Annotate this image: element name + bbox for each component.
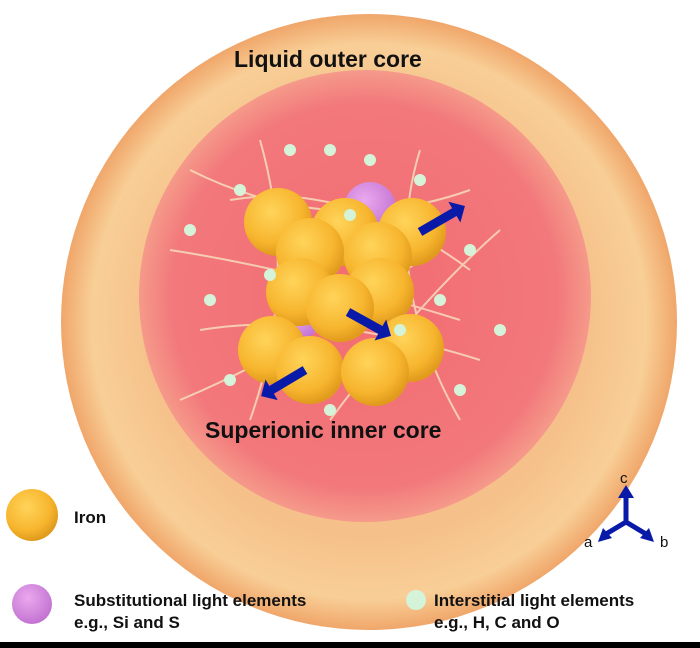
interstitial-atom	[394, 324, 406, 336]
arrow-head	[374, 319, 391, 341]
motion-arrow	[417, 206, 461, 236]
interstitial-atom	[324, 144, 336, 156]
legend-iron-label: Iron	[74, 508, 107, 527]
iron-atom	[306, 274, 374, 342]
inner-core-label: Superionic inner core	[205, 417, 442, 443]
legend-interstitial-examples: e.g., H, C and O	[434, 613, 560, 632]
interstitial-atom	[464, 244, 476, 256]
interstitial-atom	[264, 269, 276, 281]
legend-interstitial-name: Interstitial light elements	[434, 591, 635, 610]
arrow-head	[261, 379, 278, 401]
motion-arrow	[345, 308, 387, 336]
atom-cluster	[238, 182, 446, 406]
interstitial-atom	[434, 294, 446, 306]
interstitial-atoms	[184, 144, 506, 416]
interstitial-atom	[184, 224, 196, 236]
interstitial-atom	[454, 384, 466, 396]
axis-a-label: a	[584, 534, 593, 551]
interstitial-atom	[494, 324, 506, 336]
outer-core-label: Liquid outer core	[234, 46, 422, 72]
interstitial-atom	[284, 144, 296, 156]
axis-b-label: b	[660, 534, 669, 551]
legend-substitutional-label: Substitutional light elements e.g., Si a…	[74, 590, 306, 634]
interstitial-atom	[364, 154, 376, 166]
interstitial-legend-icon	[406, 590, 426, 610]
interstitial-atom	[234, 184, 246, 196]
interstitial-atom	[344, 209, 356, 221]
iron-legend-icon	[6, 489, 58, 541]
interstitial-atom	[324, 404, 336, 416]
legend-substitutional-name: Substitutional light elements	[74, 591, 307, 610]
interstitial-atom	[414, 174, 426, 186]
axis-c-label: c	[620, 470, 628, 487]
iron-atom	[276, 336, 344, 404]
substitutional-legend-icon	[12, 584, 52, 624]
iron-atom	[341, 338, 409, 406]
motion-arrow	[265, 366, 308, 396]
interstitial-atom	[224, 374, 236, 386]
arrow-head	[448, 201, 465, 223]
motion-arrows	[261, 201, 465, 401]
bottom-border	[0, 642, 700, 648]
legend-substitutional-examples: e.g., Si and S	[74, 613, 180, 632]
interstitial-atom	[204, 294, 216, 306]
lattice-axes-icon	[598, 485, 654, 542]
legend-interstitial-label: Interstitial light elements e.g., H, C a…	[434, 590, 634, 634]
